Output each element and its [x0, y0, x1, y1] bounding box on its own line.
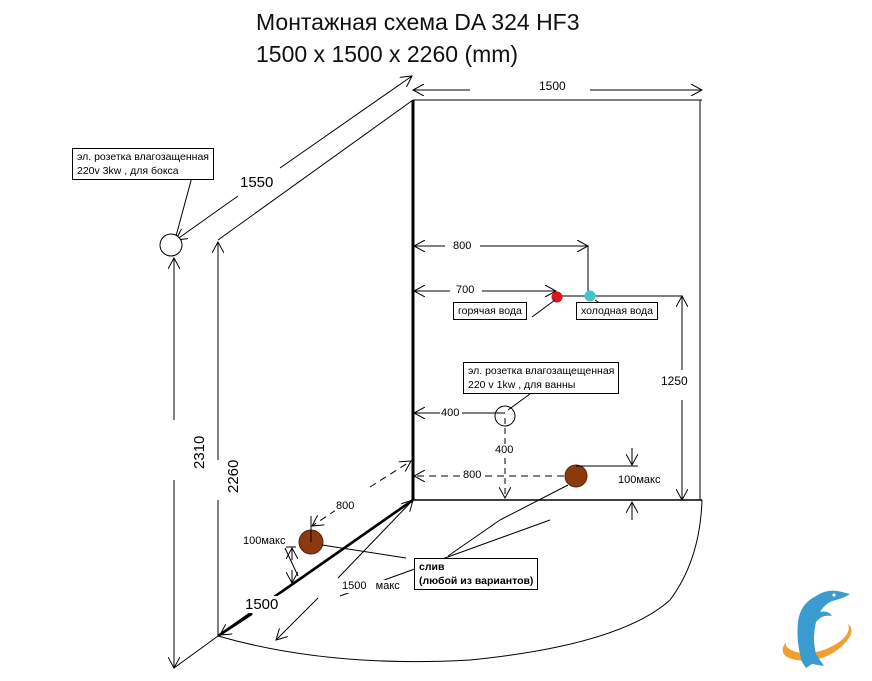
dim-400-horizontal-label: 400: [440, 407, 461, 420]
dim-2310-label: 2310: [191, 434, 208, 470]
tray-front-arc: [217, 499, 703, 663]
dim-100-left-label: 100макс: [242, 535, 287, 548]
dim-800-drain-left-line: [312, 509, 337, 526]
dim-1550-label: 1550: [239, 174, 275, 191]
callout-socket-box-line1: эл. розетка влагозащенная: [77, 151, 209, 163]
dim-1550-line: [279, 76, 412, 169]
callout-socket-bath: эл. розетка влагозащещенная 220 v 1kw , …: [463, 362, 620, 394]
cold-water-label: холодная вода: [576, 302, 658, 320]
callout-socket-bath-line1: эл. розетка влагозащещенная: [468, 365, 615, 377]
title-line-2: 1500 x 1500 x 2260 (mm): [256, 41, 519, 67]
callout-drain-line2: (любой из вариантов): [419, 575, 534, 587]
cold-water-valve-icon: [584, 290, 596, 302]
dim-top-width-label: 1500: [538, 79, 567, 93]
socket-bath-icon: [494, 405, 516, 427]
floor-front-bold-edge: [279, 498, 414, 595]
dim-800-drain-right-label: 800: [462, 469, 483, 482]
dim-1500max-label: 1500 макс: [341, 580, 401, 593]
dim-400-vertical-label: 400: [494, 444, 515, 457]
diagram-title: Монтажная схема DA 324 HF3 1500 x 1500 x…: [256, 6, 580, 70]
dim-2310-base: [173, 635, 219, 669]
dim-800-drain-left-line: [369, 461, 411, 488]
socket-bath-leader: [507, 393, 531, 411]
callout-socket-bath-line2: 220 v 1kw , для ванны: [468, 379, 576, 391]
dim-800-cold-label: 800: [452, 240, 473, 253]
hot-water-label: горячая вода: [453, 302, 527, 320]
drain-right-leader: [499, 484, 569, 521]
dim-1500max-line: [276, 597, 319, 640]
socket-box-icon: [159, 233, 183, 257]
callout-socket-box: эл. розетка влагозащенная 220v 3kw , для…: [72, 148, 214, 180]
dim-2260-label: 2260: [225, 458, 242, 494]
dolphin-logo-icon: [782, 590, 852, 668]
socket-box-leader: [175, 176, 193, 237]
callout-drain-line1: слив: [419, 561, 445, 573]
hot-water-valve-icon: [551, 291, 563, 303]
dim-100-right-label: 100макс: [617, 474, 662, 487]
title-line-1: Монтажная схема DA 324 HF3: [256, 9, 580, 35]
dim-1550-line: [176, 195, 239, 240]
wall-left-top-edge: [217, 99, 414, 241]
dim-100-left-tick: [284, 547, 299, 577]
dim-1250-label: 1250: [660, 374, 689, 388]
callout-drain: слив (любой из вариантов): [414, 558, 539, 590]
hot-water-leader: [531, 299, 556, 318]
dim-700-hot-label: 700: [455, 284, 476, 297]
callout-socket-box-line2: 220v 3kw , для бокса: [77, 165, 179, 177]
dim-800-drain-left-label: 800: [335, 500, 356, 513]
drain-right-leader: [447, 519, 501, 557]
dim-1500-front-label: 1500: [244, 596, 280, 613]
dim-1500max-line: [337, 500, 413, 579]
drain-right-icon: [564, 464, 588, 488]
dim-1500-front-line: [220, 613, 253, 636]
